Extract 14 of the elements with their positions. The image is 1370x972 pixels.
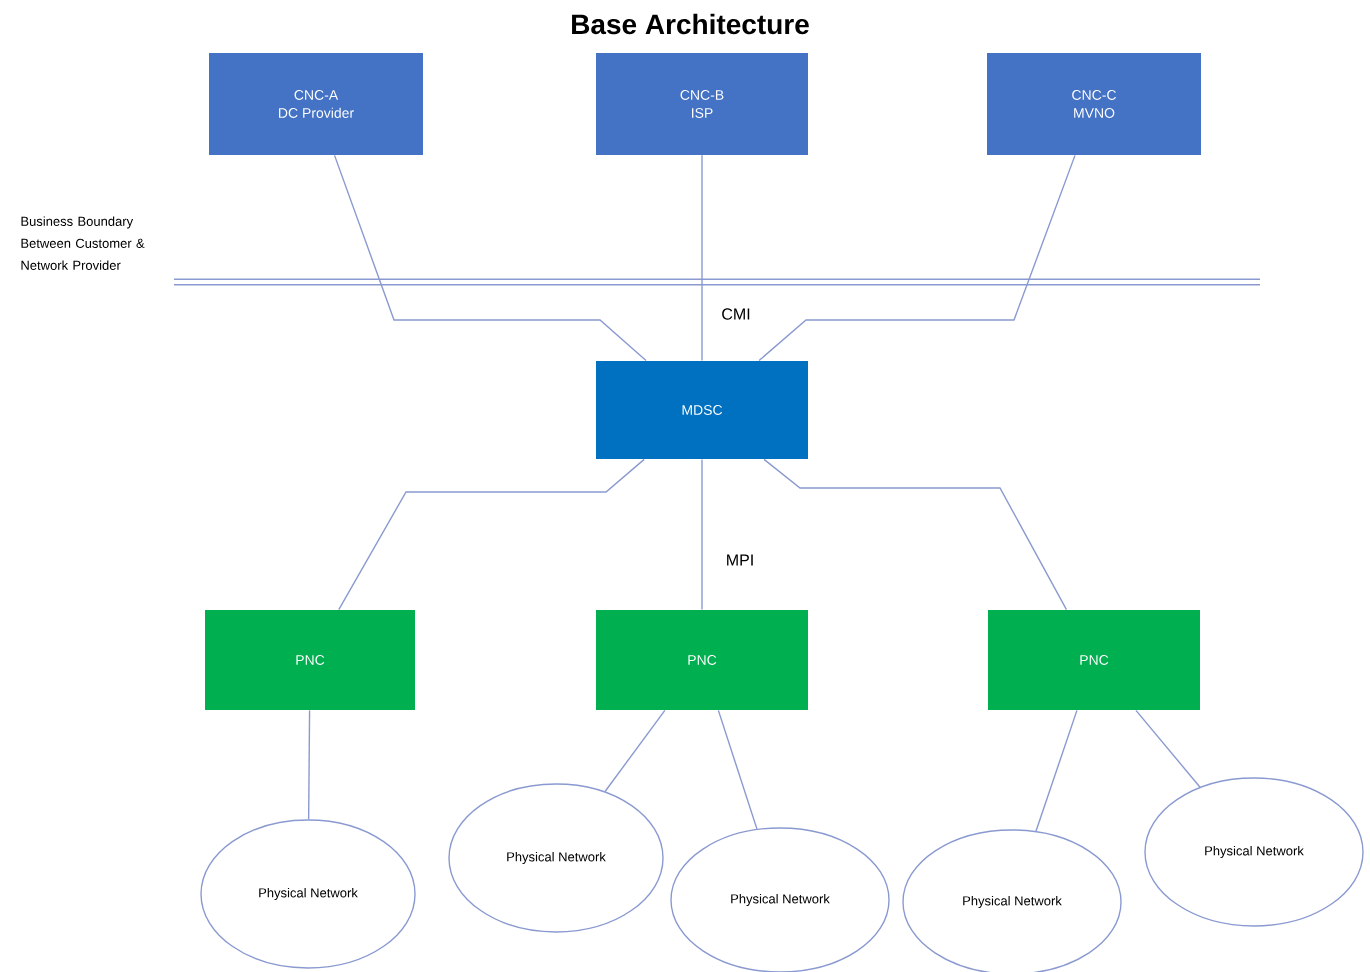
connector-line: [717, 709, 758, 830]
connector-line: [307, 709, 311, 820]
edge-label: CMI: [719, 306, 753, 322]
connector-line: [701, 154, 703, 362]
connector-line: [333, 154, 647, 362]
connector-line: [604, 709, 666, 793]
connector-line: [763, 458, 1068, 611]
edge-label: MPI: [723, 552, 757, 568]
connector-line: [758, 154, 1076, 362]
connector-line: [1135, 709, 1201, 788]
connector-line: [701, 458, 703, 611]
connector-line: [1035, 709, 1078, 832]
connector-line: [338, 458, 645, 611]
title: Base Architecture: [572, 13, 809, 35]
